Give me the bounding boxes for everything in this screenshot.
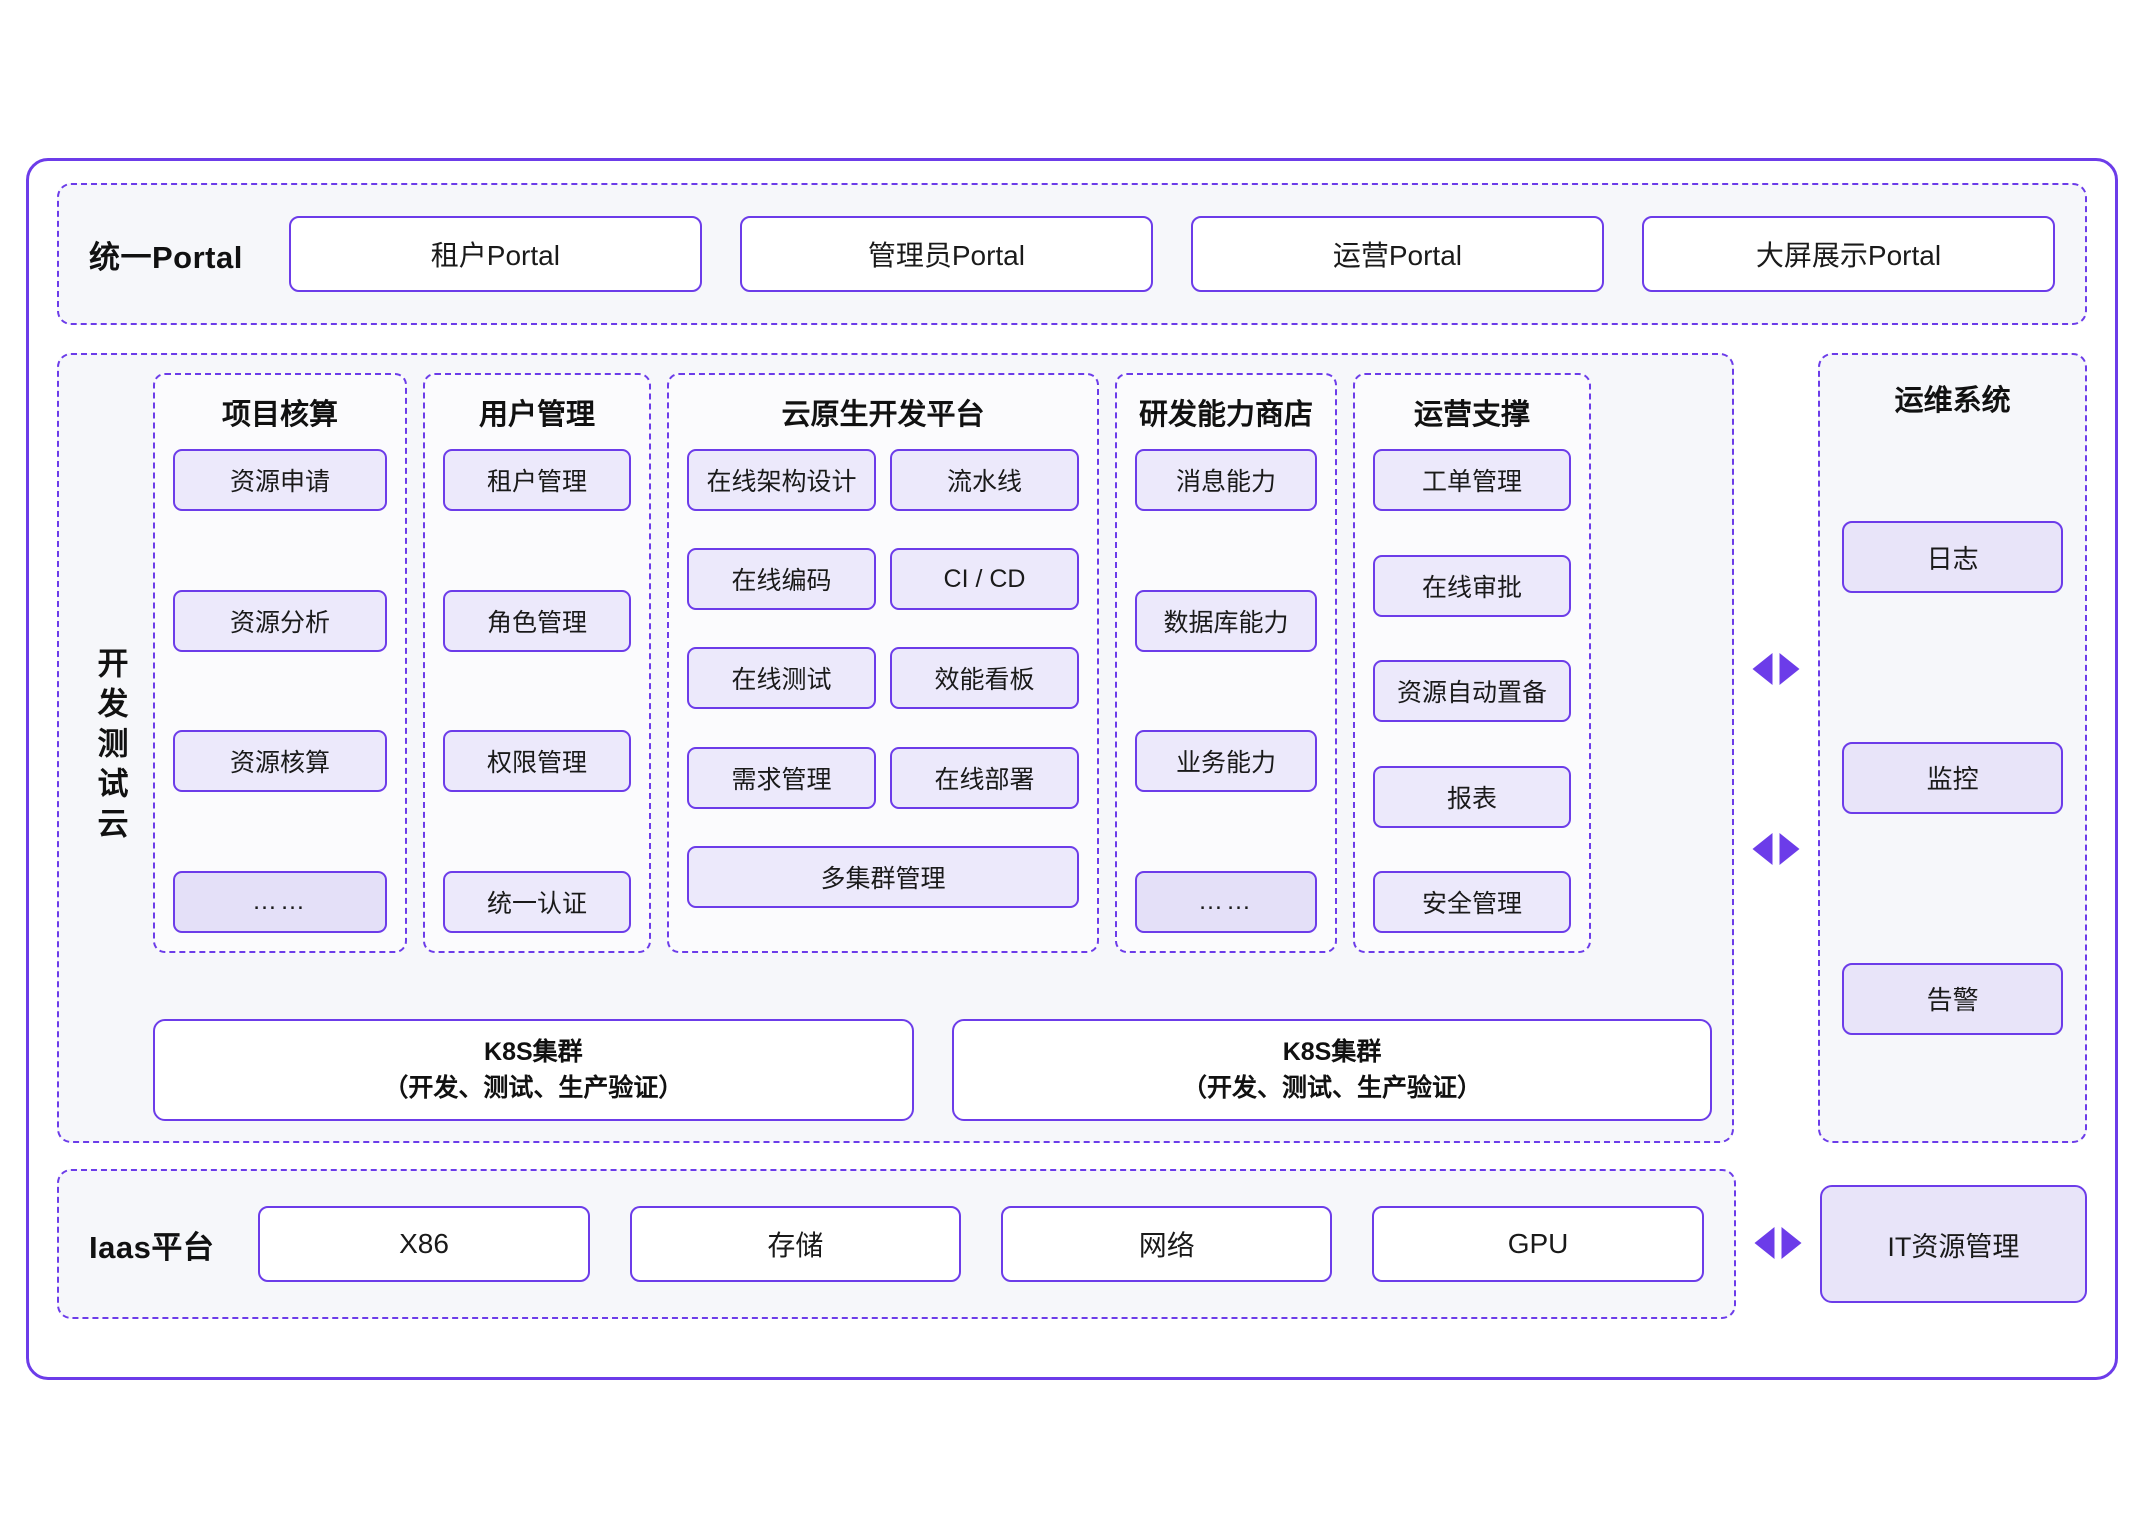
card-title-user-management: 用户管理 xyxy=(478,399,595,431)
card-items-operation-support: 工单管理 在线审批 资源自动置备 报表 安全管理 xyxy=(1373,449,1571,933)
item-ticket-management[interactable]: 工单管理 xyxy=(1373,449,1571,511)
card-items-capability-store: 消息能力 数据库能力 业务能力 …… xyxy=(1135,449,1317,933)
item-database-capability[interactable]: 数据库能力 xyxy=(1135,589,1317,652)
arrow-right-icon xyxy=(1779,833,1800,865)
arrow-left-icon xyxy=(1752,833,1773,865)
portal-panel: 统一Portal 租户Portal 管理员Portal 运营Portal 大屏展… xyxy=(57,183,2087,325)
item-security-management[interactable]: 安全管理 xyxy=(1373,871,1571,933)
iaas-row: Iaas平台 X86 存储 网络 GPU IT资源管理 xyxy=(57,1169,2087,1319)
card-project-accounting: 项目核算 资源申请 资源分析 资源核算 …… xyxy=(153,373,407,953)
item-message-capability[interactable]: 消息能力 xyxy=(1135,449,1317,511)
item-resource-analysis[interactable]: 资源分析 xyxy=(173,589,387,652)
item-online-architecture-design[interactable]: 在线架构设计 xyxy=(687,449,876,511)
iaas-box-storage[interactable]: 存储 xyxy=(629,1206,962,1282)
portal-box-bigscreen[interactable]: 大屏展示Portal xyxy=(1641,216,2055,292)
card-items-project-accounting: 资源申请 资源分析 资源核算 …… xyxy=(173,449,387,933)
portal-items: 租户Portal 管理员Portal 运营Portal 大屏展示Portal xyxy=(288,216,2055,292)
iaas-box-x86[interactable]: X86 xyxy=(258,1206,590,1282)
iaas-box-network[interactable]: 网络 xyxy=(1001,1206,1333,1282)
card-cloud-native-platform: 云原生开发平台 在线架构设计 流水线 在线编码 CI / CD 在线测试 效能看… xyxy=(667,373,1099,953)
iaas-panel: Iaas平台 X86 存储 网络 GPU xyxy=(57,1169,1736,1319)
item-resource-accounting[interactable]: 资源核算 xyxy=(173,730,387,793)
ops-system-panel: 运维系统 日志 监控 告警 xyxy=(1818,353,2087,1143)
card-capability-store: 研发能力商店 消息能力 数据库能力 业务能力 …… xyxy=(1115,373,1337,953)
item-pipeline[interactable]: 流水线 xyxy=(890,449,1079,511)
arrow-right-icon xyxy=(1781,1227,1802,1259)
card-title-capability-store: 研发能力商店 xyxy=(1138,399,1313,431)
bidirectional-arrow-top xyxy=(1752,653,1800,685)
card-operation-support: 运营支撑 工单管理 在线审批 资源自动置备 报表 安全管理 xyxy=(1353,373,1591,953)
item-unified-auth[interactable]: 统一认证 xyxy=(443,870,631,933)
k8s-cluster-box-2[interactable]: K8S集群 （开发、测试、生产验证） xyxy=(951,1019,1713,1121)
item-permission-management[interactable]: 权限管理 xyxy=(443,730,631,793)
architecture-diagram-frame: 统一Portal 租户Portal 管理员Portal 运营Portal 大屏展… xyxy=(26,158,2118,1380)
arrow-left-icon xyxy=(1754,1227,1775,1259)
dev-test-cloud-inner: 项目核算 资源申请 资源分析 资源核算 …… 用户管理 租户管理 xyxy=(147,373,1713,1121)
item-role-management[interactable]: 角色管理 xyxy=(443,589,631,652)
it-resource-management-box[interactable]: IT资源管理 xyxy=(1819,1185,2087,1303)
card-title-operation-support: 运营支撑 xyxy=(1413,399,1530,431)
connector-arrows-column xyxy=(1734,353,1818,1143)
capability-cards-row: 项目核算 资源申请 资源分析 资源核算 …… 用户管理 租户管理 xyxy=(153,373,1712,953)
arrow-left-icon xyxy=(1752,653,1773,685)
item-online-approval[interactable]: 在线审批 xyxy=(1373,554,1571,617)
bidirectional-arrow-iaas xyxy=(1754,1227,1802,1259)
portal-box-tenant[interactable]: 租户Portal xyxy=(288,216,702,292)
portal-box-admin[interactable]: 管理员Portal xyxy=(739,216,1153,292)
item-online-testing[interactable]: 在线测试 xyxy=(687,647,876,710)
card-title-project-accounting: 项目核算 xyxy=(221,399,338,431)
ops-item-log[interactable]: 日志 xyxy=(1842,521,2063,594)
dev-test-cloud-label: 开发测试云 xyxy=(92,647,128,847)
item-more-project-accounting[interactable]: …… xyxy=(173,870,387,933)
iaas-items: X86 存储 网络 GPU xyxy=(258,1206,1704,1282)
dev-test-cloud-panel: 开发测试云 项目核算 资源申请 资源分析 资源核算 …… xyxy=(57,353,1735,1143)
ops-system-items: 日志 监控 告警 xyxy=(1842,437,2063,1115)
arrow-right-icon xyxy=(1779,653,1800,685)
k8s-cluster-subtitle-1: （开发、测试、生产验证） xyxy=(383,1074,684,1102)
iaas-row-label: Iaas平台 xyxy=(89,1229,215,1265)
k8s-cluster-title-1: K8S集群 xyxy=(484,1037,583,1066)
ops-item-alert[interactable]: 告警 xyxy=(1842,962,2063,1035)
k8s-cluster-subtitle-2: （开发、测试、生产验证） xyxy=(1182,1074,1483,1102)
item-multi-cluster-management[interactable]: 多集群管理 xyxy=(687,845,1079,908)
main-body-row: 开发测试云 项目核算 资源申请 资源分析 资源核算 …… xyxy=(57,353,2087,1143)
item-auto-provisioning[interactable]: 资源自动置备 xyxy=(1373,660,1571,722)
k8s-cluster-row: K8S集群 （开发、测试、生产验证） K8S集群 （开发、测试、生产验证） xyxy=(153,1019,1713,1121)
card-user-management: 用户管理 租户管理 角色管理 权限管理 统一认证 xyxy=(423,373,651,953)
iaas-connector-arrows-column xyxy=(1736,1169,1820,1319)
item-tenant-management[interactable]: 租户管理 xyxy=(443,449,631,511)
item-report[interactable]: 报表 xyxy=(1373,765,1571,828)
bidirectional-arrow-bottom xyxy=(1752,833,1800,865)
item-online-coding[interactable]: 在线编码 xyxy=(687,548,876,611)
item-ci-cd[interactable]: CI / CD xyxy=(890,548,1079,611)
card-items-user-management: 租户管理 角色管理 权限管理 统一认证 xyxy=(443,449,631,933)
k8s-cluster-box-1[interactable]: K8S集群 （开发、测试、生产验证） xyxy=(153,1019,914,1121)
card-title-cloud-native-platform: 云原生开发平台 xyxy=(781,399,985,431)
item-efficiency-dashboard[interactable]: 效能看板 xyxy=(890,647,1079,710)
portal-box-operation[interactable]: 运营Portal xyxy=(1190,216,1604,292)
card-items-cloud-native-platform: 在线架构设计 流水线 在线编码 CI / CD 在线测试 效能看板 需求管理 在… xyxy=(687,449,1079,933)
iaas-box-gpu[interactable]: GPU xyxy=(1372,1206,1704,1282)
ops-system-title: 运维系统 xyxy=(1894,385,2011,417)
item-business-capability[interactable]: 业务能力 xyxy=(1135,730,1317,793)
ops-item-monitoring[interactable]: 监控 xyxy=(1842,741,2063,814)
item-resource-request[interactable]: 资源申请 xyxy=(173,449,387,511)
item-requirement-management[interactable]: 需求管理 xyxy=(687,746,876,809)
portal-row-label: 统一Portal xyxy=(89,239,243,275)
item-online-deployment[interactable]: 在线部署 xyxy=(890,746,1079,809)
item-more-capability-store[interactable]: …… xyxy=(1135,870,1317,933)
k8s-cluster-title-2: K8S集群 xyxy=(1282,1037,1382,1066)
